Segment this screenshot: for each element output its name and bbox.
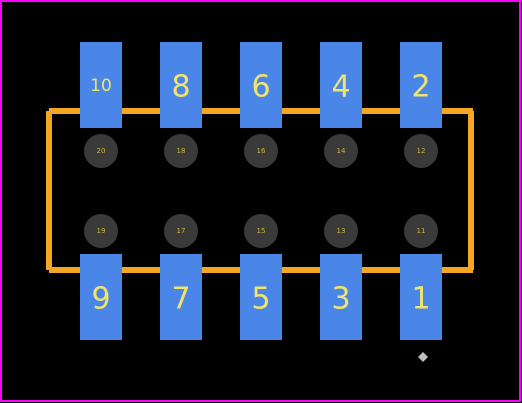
pad-10: 10 bbox=[80, 42, 122, 128]
pad-number: 9 bbox=[91, 282, 110, 317]
pad-shape bbox=[400, 254, 442, 340]
pad-5: 5 bbox=[240, 254, 282, 340]
lower-hole-row: 19 17 15 13 11 bbox=[84, 214, 438, 248]
hole-shape bbox=[324, 214, 358, 248]
pad-number: 3 bbox=[331, 282, 350, 317]
hole-20: 20 bbox=[84, 134, 118, 168]
hole-shape bbox=[164, 214, 198, 248]
hole-shape bbox=[84, 214, 118, 248]
pad-number: 6 bbox=[251, 70, 270, 105]
pad-2: 2 bbox=[400, 42, 442, 128]
hole-number: 12 bbox=[417, 147, 426, 155]
hole-17: 17 bbox=[164, 214, 198, 248]
hole-19: 19 bbox=[84, 214, 118, 248]
pad-number: 8 bbox=[171, 70, 190, 105]
hole-shape bbox=[244, 134, 278, 168]
pad-number: 1 bbox=[411, 282, 430, 317]
pad-6: 6 bbox=[240, 42, 282, 128]
pad-7: 7 bbox=[160, 254, 202, 340]
hole-number: 19 bbox=[97, 227, 106, 235]
pad-shape bbox=[80, 254, 122, 340]
hole-number: 11 bbox=[417, 227, 426, 235]
hole-number: 13 bbox=[337, 227, 346, 235]
hole-number: 16 bbox=[257, 147, 266, 155]
pad-4: 4 bbox=[320, 42, 362, 128]
pad-shape bbox=[160, 42, 202, 128]
hole-18: 18 bbox=[164, 134, 198, 168]
pad-1: 1 bbox=[400, 254, 442, 340]
hole-number: 20 bbox=[97, 147, 106, 155]
hole-shape bbox=[84, 134, 118, 168]
bottom-pad-row: 9 7 5 3 1 bbox=[80, 254, 442, 340]
hole-shape bbox=[324, 134, 358, 168]
pad-number: 5 bbox=[251, 282, 270, 317]
pad-shape bbox=[240, 254, 282, 340]
hole-shape bbox=[244, 214, 278, 248]
hole-number: 14 bbox=[337, 147, 346, 155]
pad-3: 3 bbox=[320, 254, 362, 340]
hole-12: 12 bbox=[404, 134, 438, 168]
pad-number: 7 bbox=[171, 282, 190, 317]
pad-shape bbox=[320, 42, 362, 128]
upper-hole-row: 20 18 16 14 12 bbox=[84, 134, 438, 168]
origin-marker bbox=[418, 352, 428, 362]
pad-shape bbox=[160, 254, 202, 340]
pad-shape bbox=[400, 42, 442, 128]
hole-number: 18 bbox=[177, 147, 186, 155]
top-pad-row: 10 8 6 4 2 bbox=[80, 42, 442, 128]
pad-shape bbox=[240, 42, 282, 128]
pad-8: 8 bbox=[160, 42, 202, 128]
hole-14: 14 bbox=[324, 134, 358, 168]
pad-number: 2 bbox=[411, 70, 430, 105]
hole-number: 17 bbox=[177, 227, 186, 235]
hole-shape bbox=[164, 134, 198, 168]
pad-number: 4 bbox=[331, 70, 350, 105]
hole-number: 15 bbox=[257, 227, 266, 235]
pad-9: 9 bbox=[80, 254, 122, 340]
hole-11: 11 bbox=[404, 214, 438, 248]
hole-15: 15 bbox=[244, 214, 278, 248]
pad-shape bbox=[80, 42, 122, 128]
pad-number: 10 bbox=[90, 76, 112, 96]
hole-13: 13 bbox=[324, 214, 358, 248]
hole-16: 16 bbox=[244, 134, 278, 168]
hole-shape bbox=[404, 214, 438, 248]
pad-shape bbox=[320, 254, 362, 340]
hole-shape bbox=[404, 134, 438, 168]
